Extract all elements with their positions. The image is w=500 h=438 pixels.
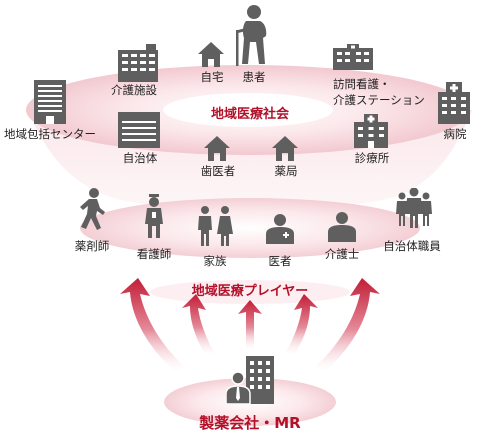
municipal-staff-icon	[394, 188, 434, 228]
players-title: 地域医療プレイヤー	[191, 284, 309, 299]
family-icon	[196, 206, 234, 246]
label-caregiver: 介護士	[324, 247, 360, 261]
label-home: 自宅	[200, 70, 224, 84]
label-nurse: 看護師	[136, 247, 172, 261]
arrow-right-outer	[316, 278, 380, 372]
pharmacy-icon	[270, 134, 300, 162]
community-title: 地域医療社会	[210, 107, 290, 122]
home-care-station-icon	[333, 44, 373, 70]
home-icon	[196, 40, 226, 68]
caregiver-icon	[326, 212, 358, 242]
players-ring	[80, 198, 420, 258]
nurse-icon	[142, 194, 166, 238]
label-patient: 患者	[242, 70, 266, 84]
pharmacist-icon	[76, 188, 106, 230]
arrow-left-inner	[182, 294, 214, 355]
arrow-center	[238, 300, 262, 350]
arrows	[120, 278, 380, 372]
hospital-icon	[434, 82, 474, 124]
label-hospital: 病院	[443, 127, 467, 141]
label-pharmacist: 薬剤師	[74, 239, 110, 253]
arrow-left-outer	[120, 278, 184, 372]
label-doctor: 医者	[268, 254, 292, 268]
dentist-icon	[202, 134, 232, 162]
company-title: 製薬会社・MR	[199, 414, 301, 432]
label-home-care-station: 訪問看護・ 介護ステーション	[333, 77, 425, 107]
nursing-facility-icon	[116, 42, 160, 82]
label-nursing-facility: 介護施設	[111, 83, 157, 97]
label-municipality: 自治体	[122, 151, 158, 165]
label-municipal-staff: 自治体職員	[383, 239, 441, 253]
clinic-icon	[354, 114, 388, 148]
doctor-icon	[264, 214, 296, 244]
label-pharmacy: 薬局	[274, 164, 298, 178]
label-community-center: 地域包括センター	[4, 127, 96, 141]
company-icon	[226, 356, 276, 404]
label-family: 家族	[203, 254, 227, 268]
arrow-right-inner	[286, 294, 318, 355]
elderly-patient-icon	[232, 4, 272, 66]
label-clinic: 診療所	[354, 151, 390, 165]
community-center-icon	[34, 80, 66, 124]
label-dentist: 歯医者	[200, 164, 236, 178]
municipality-icon	[118, 112, 160, 148]
